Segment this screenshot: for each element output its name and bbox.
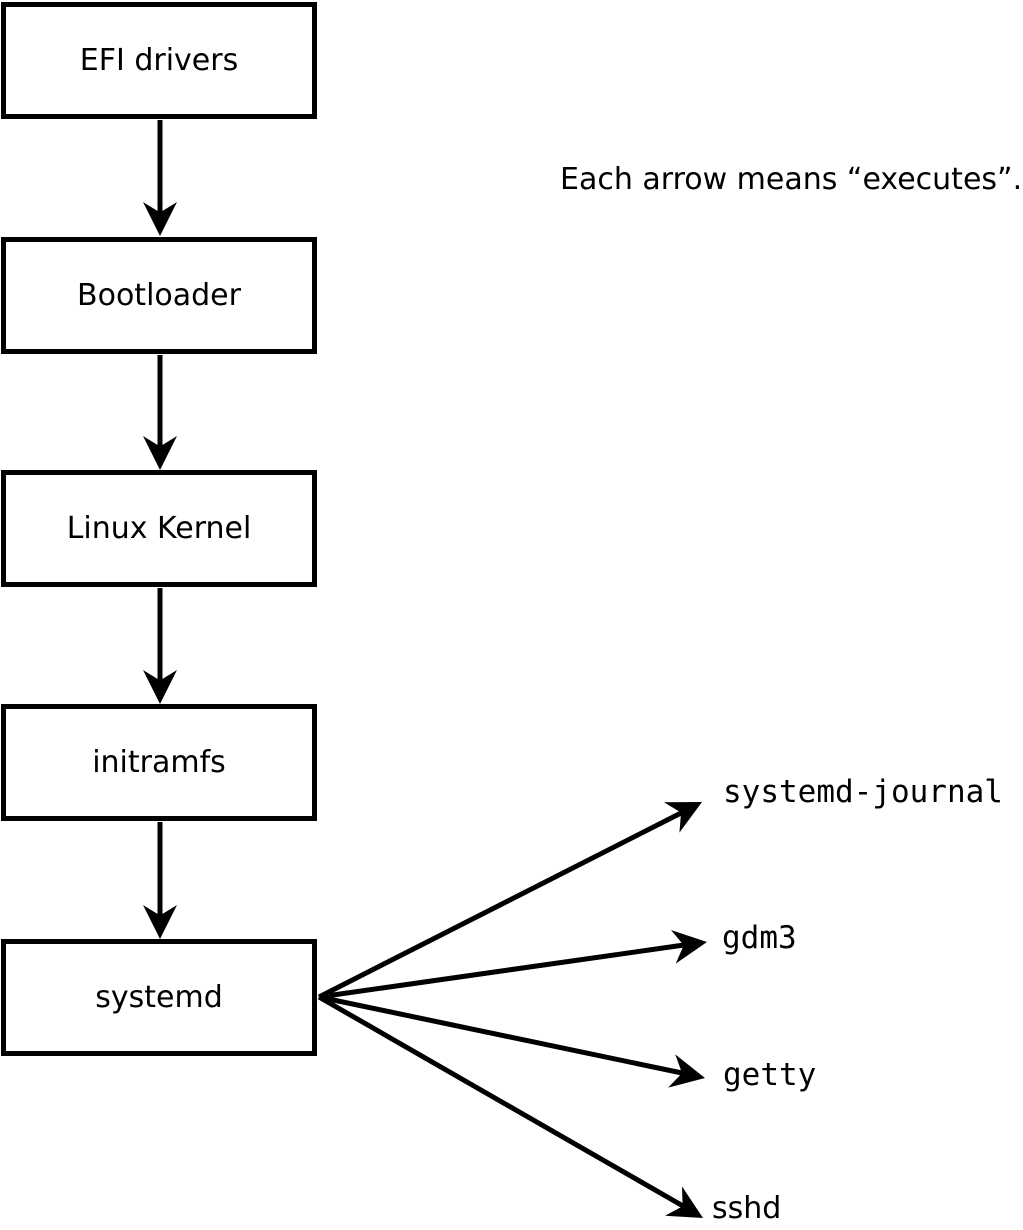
arrow-systemd-to-gdm3 [318, 929, 707, 1000]
arrowhead [670, 929, 707, 964]
target-label-sshd: sshd [712, 1191, 782, 1226]
arrowhead [143, 436, 177, 470]
arrow-kernel-to-initramfs [143, 588, 177, 704]
arrow-systemd-to-journal [317, 802, 702, 1000]
arrowhead [665, 1186, 703, 1218]
arrowhead [668, 1054, 705, 1088]
arrow-systemd-to-getty [318, 994, 705, 1088]
node-systemd: systemd [1, 939, 317, 1056]
node-label: EFI drivers [79, 42, 239, 78]
node-bootloader: Bootloader [1, 237, 317, 354]
legend-annotation: Each arrow means “executes”. [560, 162, 1023, 197]
arrowhead [143, 670, 177, 704]
node-label: initramfs [92, 744, 226, 780]
arrowhead [143, 905, 177, 939]
arrowhead [143, 202, 177, 236]
arrow-efi-to-bootloader [143, 120, 177, 236]
arrow-bootloader-to-kernel [143, 355, 177, 470]
arrow-initramfs-to-systemd [143, 822, 177, 939]
target-label-gdm3: gdm3 [722, 920, 797, 956]
target-label-getty: getty [723, 1057, 817, 1093]
node-label: systemd [95, 979, 223, 1015]
arrow-systemd-to-sshd [317, 994, 703, 1218]
node-label: Bootloader [77, 277, 241, 313]
node-efi-drivers: EFI drivers [1, 2, 317, 119]
node-initramfs: initramfs [1, 704, 317, 821]
node-linux-kernel: Linux Kernel [1, 470, 317, 587]
arrowhead [663, 802, 702, 833]
target-label-systemd-journal: systemd-journal [723, 774, 1003, 810]
node-label: Linux Kernel [66, 510, 252, 546]
